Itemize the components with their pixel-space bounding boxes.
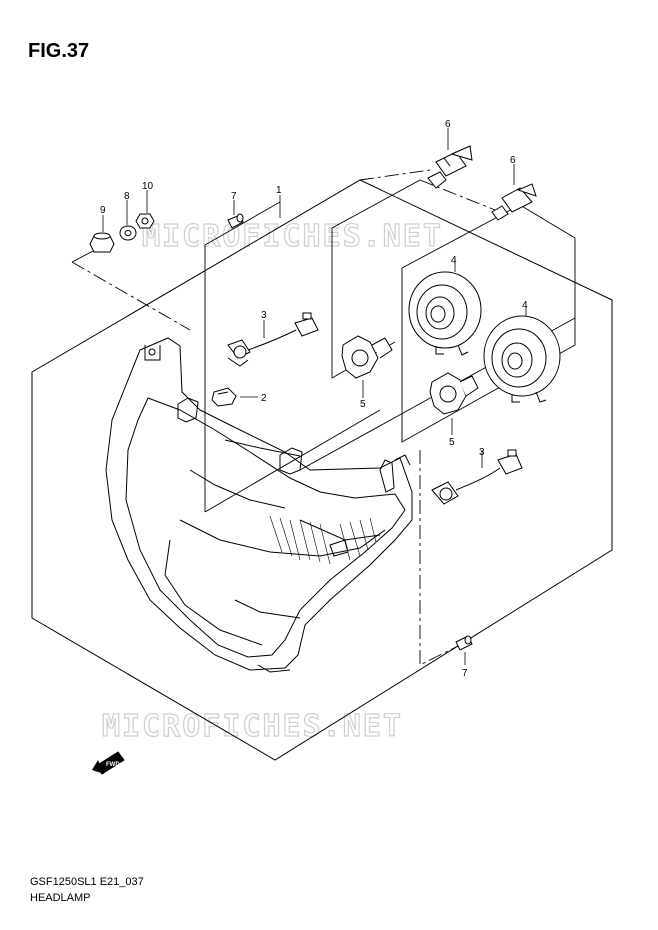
- socket-part-5-lower: [429, 372, 479, 415]
- socket-wire-part-3-left: [227, 312, 319, 367]
- headlamp-housing: [105, 337, 413, 673]
- fwd-label: FWD: [106, 762, 120, 768]
- headlamp-lens-ribs: [269, 515, 377, 565]
- callout-leaders: [102, 128, 527, 665]
- reflector-part-4-left: [408, 271, 482, 356]
- socket-wire-part-3-right: [431, 449, 523, 505]
- watermark-top: MICROFICHES.NET: [142, 219, 443, 254]
- callout-4-left: 4: [451, 255, 457, 266]
- callout-7-top: 7: [231, 191, 237, 202]
- callout-2: 2: [261, 393, 267, 404]
- fwd-direction-arrow: FWD: [92, 751, 125, 775]
- headlight-bulb-part-6-left: [427, 145, 473, 189]
- clip-part-2: [211, 387, 237, 407]
- socket-part-5-upper: [341, 335, 393, 379]
- callout-5-upper: 5: [360, 399, 366, 410]
- position-bulb-part-7-top: [227, 213, 244, 229]
- leader-line: [71, 249, 96, 263]
- dashed-leader-bulb: [359, 169, 431, 181]
- callout-8: 8: [124, 191, 130, 202]
- callout-1: 1: [276, 185, 282, 196]
- diagram-name: HEADLAMP: [30, 892, 91, 904]
- diagram-code: GSF1250SL1 E21_037: [30, 876, 144, 888]
- frame-edge: [331, 179, 421, 229]
- frame-edge: [204, 409, 381, 513]
- callout-3-right: 3: [479, 447, 485, 458]
- callout-6-left: 6: [445, 119, 451, 130]
- callout-6-right: 6: [510, 155, 516, 166]
- nut-part-10: [135, 213, 155, 229]
- washer-part-8: [119, 225, 137, 241]
- dashed-leader-position-bulb: [419, 450, 461, 666]
- callout-5-lower: 5: [449, 437, 455, 448]
- watermark-bottom: MICROFICHES.NET: [102, 709, 403, 744]
- callout-10: 10: [142, 181, 154, 192]
- grommet-part-9: [89, 232, 115, 253]
- callout-7-bottom: 7: [462, 668, 468, 679]
- callout-9: 9: [100, 205, 106, 216]
- headlight-bulb-part-6-right: [491, 183, 537, 221]
- frame-edge: [204, 201, 281, 246]
- figure-label: FIG.37: [28, 40, 90, 62]
- callout-3-left: 3: [261, 310, 267, 321]
- callout-4-right: 4: [522, 300, 528, 311]
- dashed-leader-bulb: [419, 179, 496, 211]
- position-bulb-part-7-bottom: [455, 635, 473, 651]
- dashed-leader-fasteners: [71, 261, 191, 331]
- reflector-part-4-right: [483, 315, 561, 403]
